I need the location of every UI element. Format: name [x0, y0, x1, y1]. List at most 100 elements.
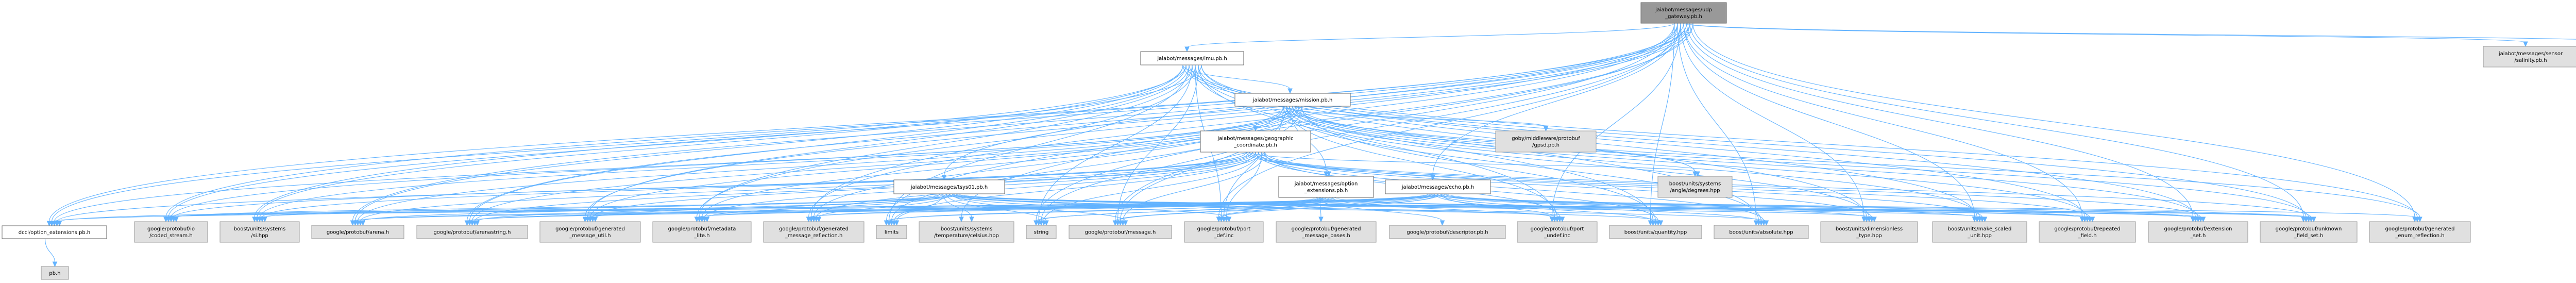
edge-geographic-to-coded — [173, 152, 1247, 218]
node-box — [2039, 221, 2136, 243]
node-box — [1495, 130, 1597, 153]
arrowhead-icon — [1650, 220, 1656, 226]
arrowhead-icon — [2082, 217, 2088, 223]
edge-udp_gateway-to-portundef — [1551, 23, 1681, 218]
node-gmb[interactable]: google/protobuf/generated_message_bases.… — [1276, 221, 1377, 243]
node-label: google/protobuf/repeated — [2054, 226, 2120, 232]
node-box — [1609, 225, 1702, 239]
node-mission[interactable]: jaiabot/messages/mission.pb.h — [1234, 93, 1351, 107]
arrowhead-icon — [262, 217, 267, 223]
node-box — [763, 221, 865, 243]
node-box — [41, 266, 69, 280]
node-label: jaiabot/messages/imu.pb.h — [1157, 56, 1227, 62]
node-label: _def.inc — [1213, 233, 1233, 239]
node-gmr[interactable]: google/protobuf/generated_message_reflec… — [763, 221, 865, 243]
edge-udp_gateway-to-metadata — [696, 23, 1675, 218]
node-box — [1820, 221, 1918, 243]
edge-udp_gateway-to-absolute — [1677, 23, 1757, 222]
node-box — [1932, 221, 2027, 243]
node-box — [1640, 2, 1727, 24]
node-box — [1657, 176, 1733, 198]
node-optext[interactable]: jaiabot/messages/option_extensions.pb.h — [1278, 176, 1374, 198]
edge-imu-to-gmu — [587, 64, 1190, 218]
node-portdef[interactable]: google/protobuf/port_def.inc — [1184, 221, 1264, 243]
node-descriptor[interactable]: google/protobuf/descriptor.pb.h — [1389, 225, 1506, 239]
arrowhead-icon — [2193, 217, 2198, 223]
edge-mission-to-coded — [171, 106, 1290, 218]
node-gpsd[interactable]: goby/middleware/protobuf/gpsd.pb.h — [1495, 130, 1597, 153]
edge-udp_gateway-to-pressure — [1686, 23, 2576, 40]
node-box — [1714, 225, 1809, 239]
node-box — [2148, 221, 2248, 243]
node-label: jaiabot/messages/geographic — [1217, 136, 1293, 142]
edge-mission-to-unknown — [1295, 106, 2309, 218]
node-degrees[interactable]: boost/units/systems/angle/degrees.hpp — [1657, 176, 1733, 198]
node-label: google/protobuf/generated — [1292, 226, 1361, 232]
node-message[interactable]: google/protobuf/message.h — [1069, 225, 1172, 239]
edge-tsys01-to-gmr — [818, 193, 950, 218]
node-label: google/protobuf/generated — [2385, 226, 2455, 232]
node-absolute[interactable]: boost/units/absolute.hpp — [1714, 225, 1809, 239]
arrowhead-icon — [1226, 217, 1232, 223]
arrowhead-icon — [360, 220, 366, 226]
node-repeated[interactable]: google/protobuf/repeated_field.h — [2039, 221, 2136, 243]
node-label: boost/units/systems — [1669, 181, 1721, 187]
arrowhead-icon — [1318, 217, 1324, 223]
node-dccl[interactable]: dccl/option_extensions.pb.h — [2, 225, 107, 239]
edge-geographic-to-portdef — [1226, 152, 1262, 218]
edge-imu-to-quantity — [1192, 64, 1654, 222]
node-pbh[interactable]: pb.h — [41, 266, 69, 280]
node-label: _set.h — [2190, 233, 2206, 239]
node-string[interactable]: string — [1026, 225, 1057, 239]
node-quantity[interactable]: boost/units/quantity.hpp — [1609, 225, 1702, 239]
arrowhead-icon — [969, 217, 974, 223]
edge-udp_gateway-to-imu — [1187, 23, 1675, 48]
arrowhead-icon — [585, 217, 590, 223]
arrowhead-icon — [2523, 41, 2528, 47]
node-box — [2260, 221, 2358, 243]
node-geographic[interactable]: jaiabot/messages/geographic_coordinate.p… — [1200, 130, 1311, 153]
arrowhead-icon — [1974, 217, 1980, 223]
node-arena[interactable]: google/protobuf/arena.h — [311, 225, 404, 239]
node-imu[interactable]: jaiabot/messages/imu.pb.h — [1140, 51, 1244, 65]
node-echo[interactable]: jaiabot/messages/echo.pb.h — [1385, 179, 1491, 194]
edge-udp_gateway-to-quantity — [1650, 23, 1675, 222]
node-unknown[interactable]: google/protobuf/unknown_field_set.h — [2260, 221, 2358, 243]
edge-imu-to-message — [1117, 64, 1199, 222]
node-box — [2, 225, 107, 239]
node-box — [919, 221, 1014, 243]
node-enumrefl[interactable]: google/protobuf/generated_enum_reflectio… — [2369, 221, 2471, 243]
node-label: jaiabot/messages/tsys01.pb.h — [910, 185, 988, 190]
edge-imu-to-metadata — [699, 64, 1193, 218]
node-arenastring[interactable]: google/protobuf/arenastring.h — [416, 225, 528, 239]
node-dimensionless[interactable]: boost/units/dimensionless_type.hpp — [1820, 221, 1918, 243]
node-label: _extensions.pb.h — [1304, 188, 1348, 194]
node-label: goby/middleware/protobuf — [1512, 136, 1580, 142]
edge-optext-to-unknown — [1319, 197, 2304, 218]
node-box — [893, 179, 1005, 194]
node-gmu[interactable]: google/protobuf/generated_message_util.h — [539, 221, 641, 243]
node-celsius[interactable]: boost/units/systems/temperature/celsius.… — [919, 221, 1014, 243]
node-label: _coordinate.pb.h — [1233, 143, 1277, 148]
arrowhead-icon — [1695, 171, 1700, 177]
edge-mission-to-makescaled — [1289, 106, 1980, 218]
arrowhead-icon — [2090, 217, 2095, 223]
node-salinity[interactable]: jaiabot/messages/sensor/salinity.pb.h — [2483, 46, 2576, 68]
node-makescaled[interactable]: boost/units/make_scaled_unit.hpp — [1932, 221, 2027, 243]
node-coded[interactable]: google/protobuf/io/coded_stream.h — [134, 221, 208, 243]
edge-echo-to-unknown — [1428, 193, 2307, 218]
edge-mission-to-repeated — [1289, 106, 2088, 218]
node-limits[interactable]: limits — [876, 225, 907, 239]
arrowhead-icon — [2415, 217, 2420, 223]
arrowhead-icon — [174, 217, 179, 223]
edge-echo-to-quantity — [1434, 193, 1654, 222]
arrowhead-icon — [1115, 220, 1121, 226]
node-metadata[interactable]: google/protobuf/metadata_lite.h — [652, 221, 752, 243]
node-portundef[interactable]: google/protobuf/port_undef.inc — [1517, 221, 1598, 243]
node-extset[interactable]: google/protobuf/extension_set.h — [2148, 221, 2248, 243]
node-label: boost/units/quantity.hpp — [1624, 230, 1687, 236]
node-tsys01[interactable]: jaiabot/messages/tsys01.pb.h — [893, 179, 1005, 194]
edge-tsys01-to-coded — [176, 193, 956, 218]
node-si[interactable]: boost/units/systems/si.hpp — [219, 221, 300, 243]
